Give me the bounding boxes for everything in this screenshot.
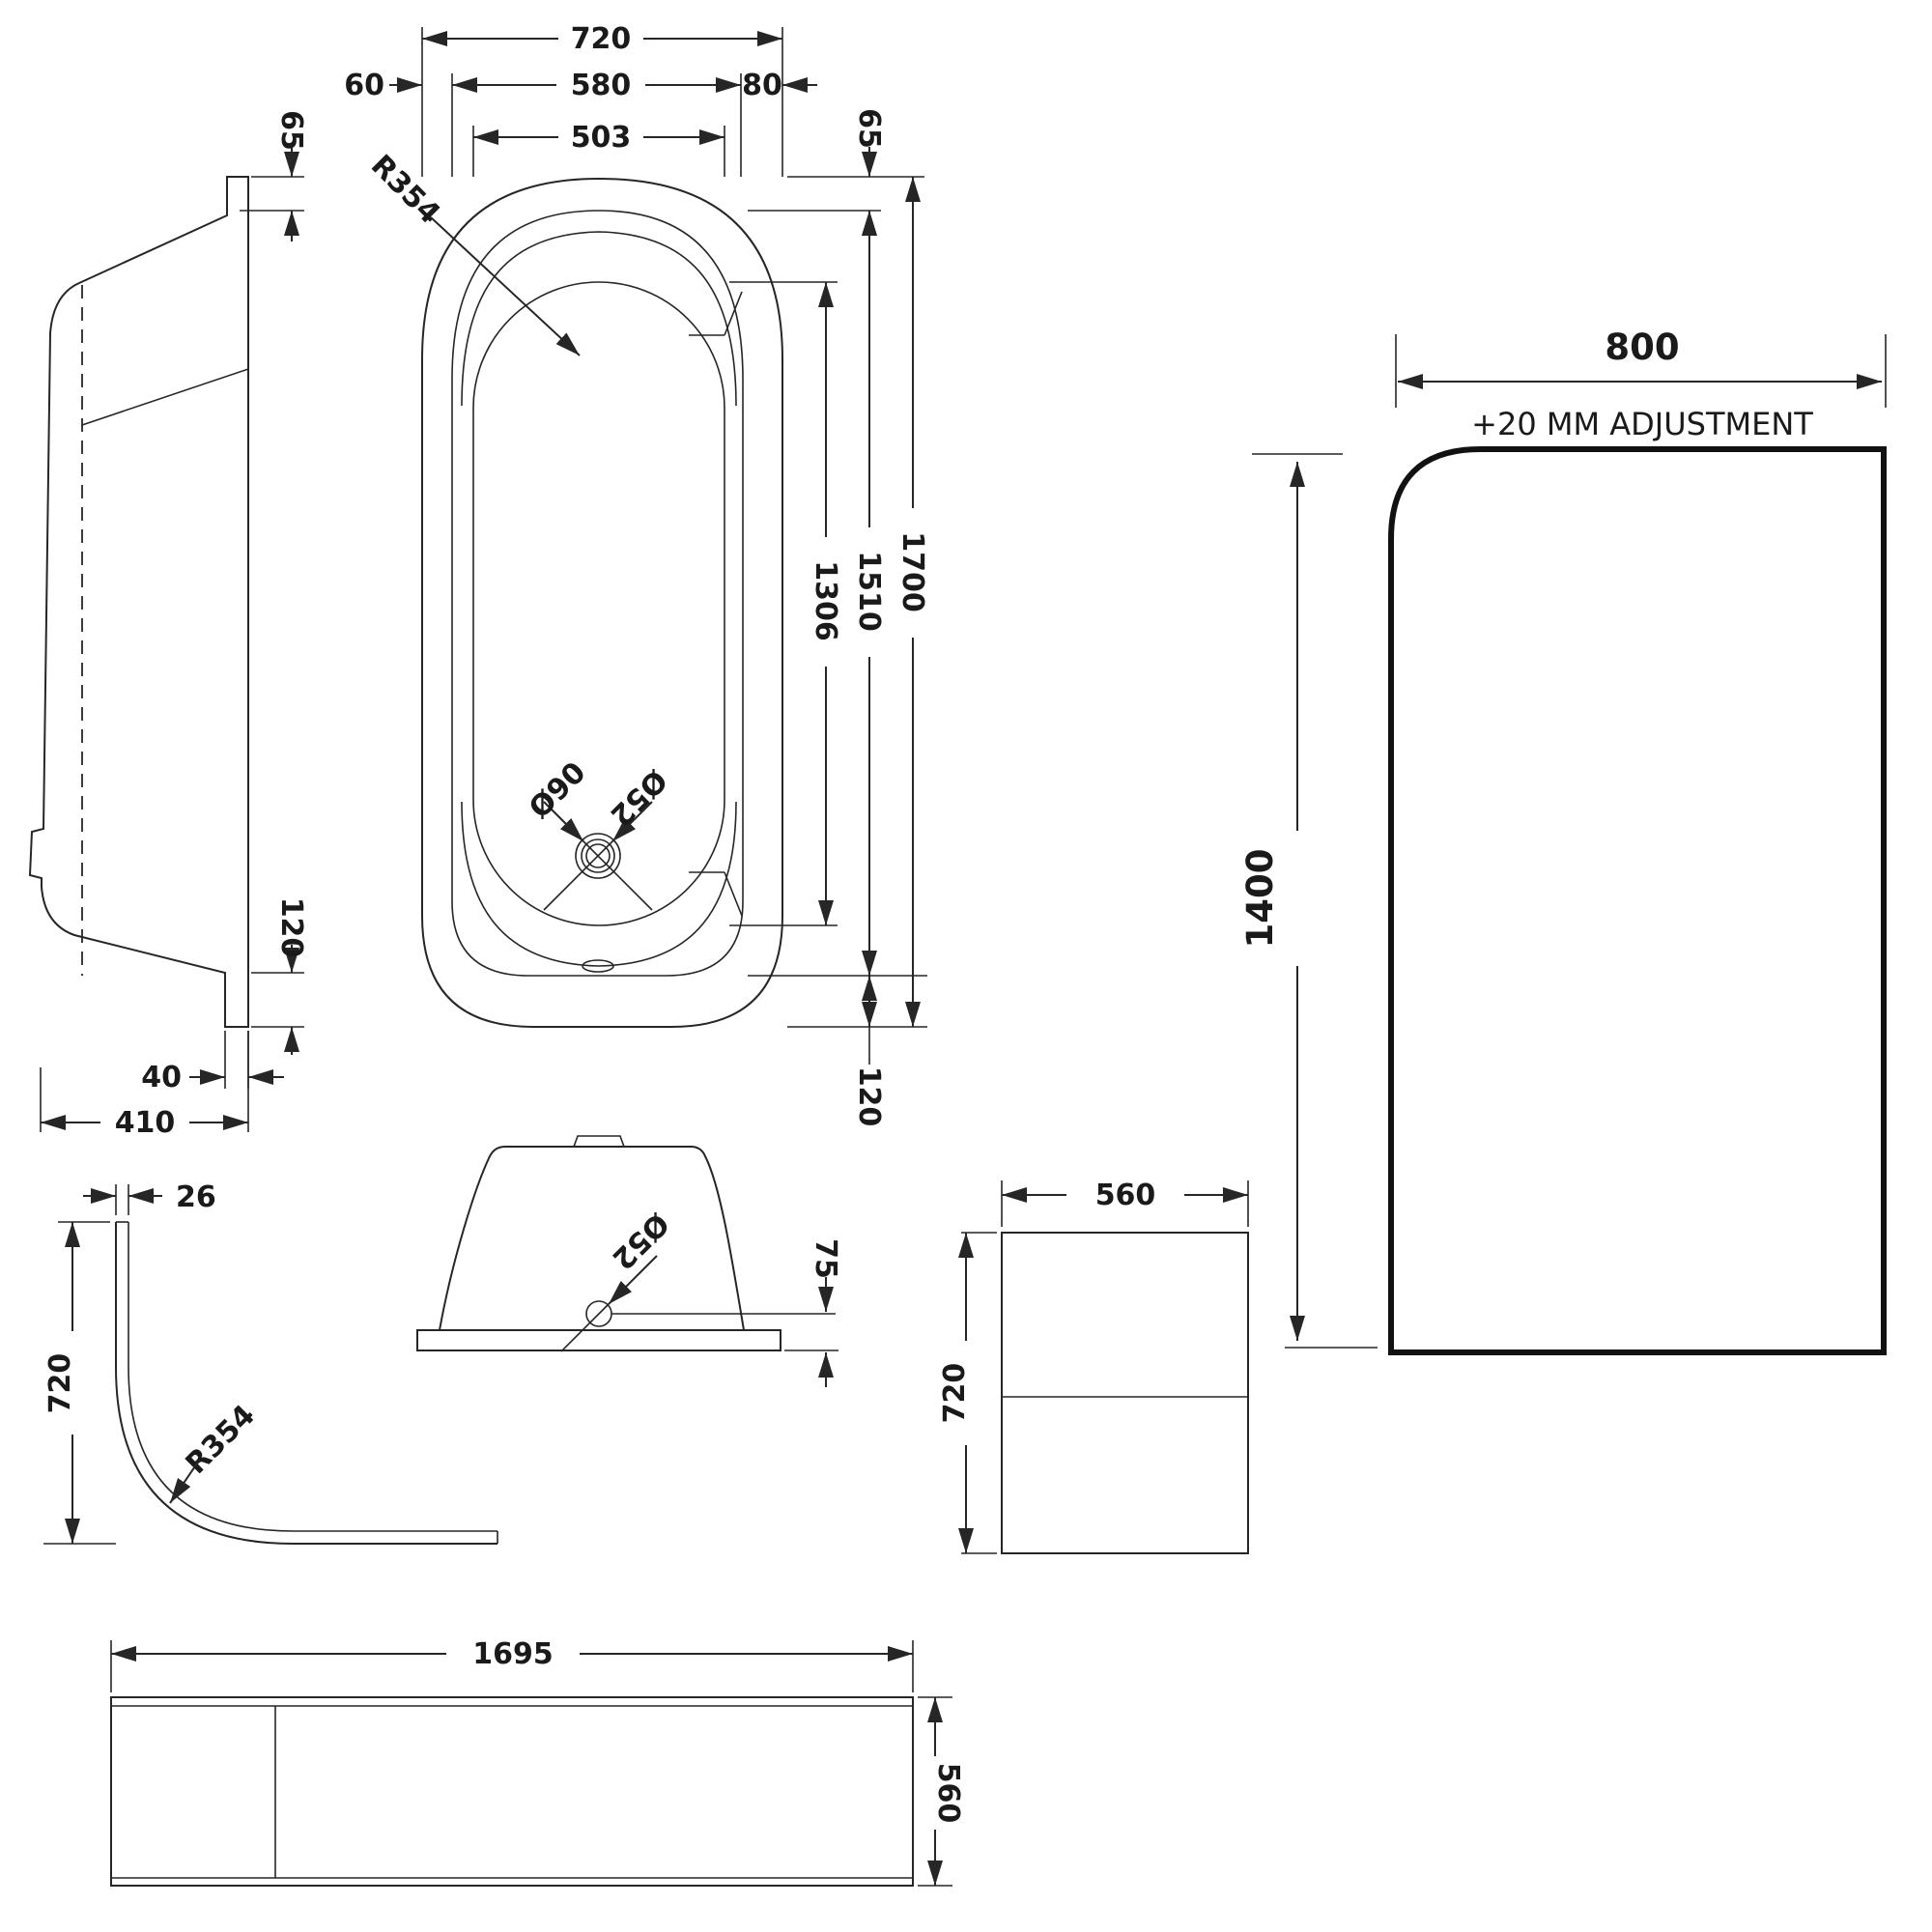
end-section-waste-dia-label: Ø52 (605, 1206, 674, 1275)
end-panel-width-dim: 560 (1095, 1179, 1156, 1212)
plan-outer-outline (421, 177, 783, 1028)
end-section-body (439, 1146, 745, 1331)
plan-rim-top-dim: 65 (852, 108, 886, 149)
curve-panel-height-dim: 720 (43, 1353, 77, 1414)
plan-rim-bottom-dim: 120 (852, 1066, 886, 1127)
waste-leader-tail (543, 840, 613, 911)
waste-leader (608, 1255, 658, 1305)
curve-panel-thickness-dim: 26 (176, 1180, 216, 1214)
radius-leader (430, 216, 581, 356)
curve-panel-inner (128, 1222, 497, 1532)
plan-waste-dia-label: Ø52 (603, 762, 672, 832)
drain-leader (543, 801, 584, 842)
waste-leader-tail (560, 1303, 610, 1352)
end-section-view: Ø52 75 (416, 1135, 842, 1387)
radius-leader (169, 1460, 200, 1504)
side-view-inner-rim-line (81, 368, 249, 426)
plan-well-width-dim: 503 (571, 121, 632, 155)
end-section-flange (416, 1329, 781, 1351)
front-panel-view: 1695 560 (110, 1637, 965, 1887)
screen-width-dim: 800 (1605, 327, 1679, 368)
plan-well-length-dim: 1306 (809, 560, 842, 641)
plan-offset-left-dim: 60 (344, 69, 384, 102)
curve-panel-outer (115, 1222, 497, 1545)
plan-seat-arc-top (461, 231, 737, 407)
screen-view: 800 +20 MM ADJUSTMENT 1400 (1239, 327, 1887, 1355)
front-panel-outline (110, 1696, 914, 1887)
side-skirt-height-dim: 120 (274, 897, 308, 958)
plan-corner-detail-top (689, 291, 743, 336)
end-section-plinth-height-dim: 75 (809, 1238, 842, 1279)
side-leg-width-dim: 40 (141, 1061, 182, 1094)
drain-leader-tail (582, 840, 653, 911)
plan-rim-outline (451, 210, 744, 977)
curve-panel-view: 26 720 R354 (43, 1180, 498, 1545)
side-depth-dim: 410 (115, 1106, 176, 1140)
front-panel-length-dim: 1695 (472, 1637, 554, 1671)
plan-offset-right-dim: 80 (742, 69, 782, 102)
plan-corner-radius-label: R354 (364, 149, 446, 231)
side-view: 65 120 40 410 (28, 110, 308, 1140)
plan-well-outline (472, 281, 725, 926)
screen-height-dim: 1400 (1239, 849, 1281, 949)
plan-corner-detail-bottom (689, 871, 743, 917)
side-view-outline (28, 176, 249, 1028)
plan-length-overall-dim: 1700 (895, 531, 929, 612)
screen-outline (1388, 446, 1887, 1355)
drain-outer-circle (575, 833, 621, 879)
plan-seat-arc-bottom (461, 801, 737, 967)
side-rim-lip-dim: 65 (274, 110, 308, 151)
end-panel-outline (1001, 1232, 1249, 1554)
waste-leader (611, 801, 653, 842)
end-panel-height-dim: 720 (938, 1363, 972, 1424)
curve-panel-radius-label: R354 (180, 1399, 262, 1481)
drain-waste-circle (585, 843, 611, 868)
plan-view: Ø90 Ø52 R354 720 60 580 80 503 (344, 22, 929, 1126)
overflow-slot (582, 959, 614, 973)
plan-width-overall-dim: 720 (571, 22, 632, 56)
front-panel-height-dim: 560 (931, 1763, 965, 1824)
drain-mid-circle (581, 838, 615, 873)
end-panel-view: 560 720 (938, 1179, 1249, 1554)
plan-width-inner-dim: 580 (571, 69, 632, 102)
end-section-tap-block (573, 1135, 625, 1148)
plan-basin-length-dim: 1510 (852, 551, 886, 632)
screen-adjustment-note: +20 MM ADJUSTMENT (1471, 406, 1813, 442)
